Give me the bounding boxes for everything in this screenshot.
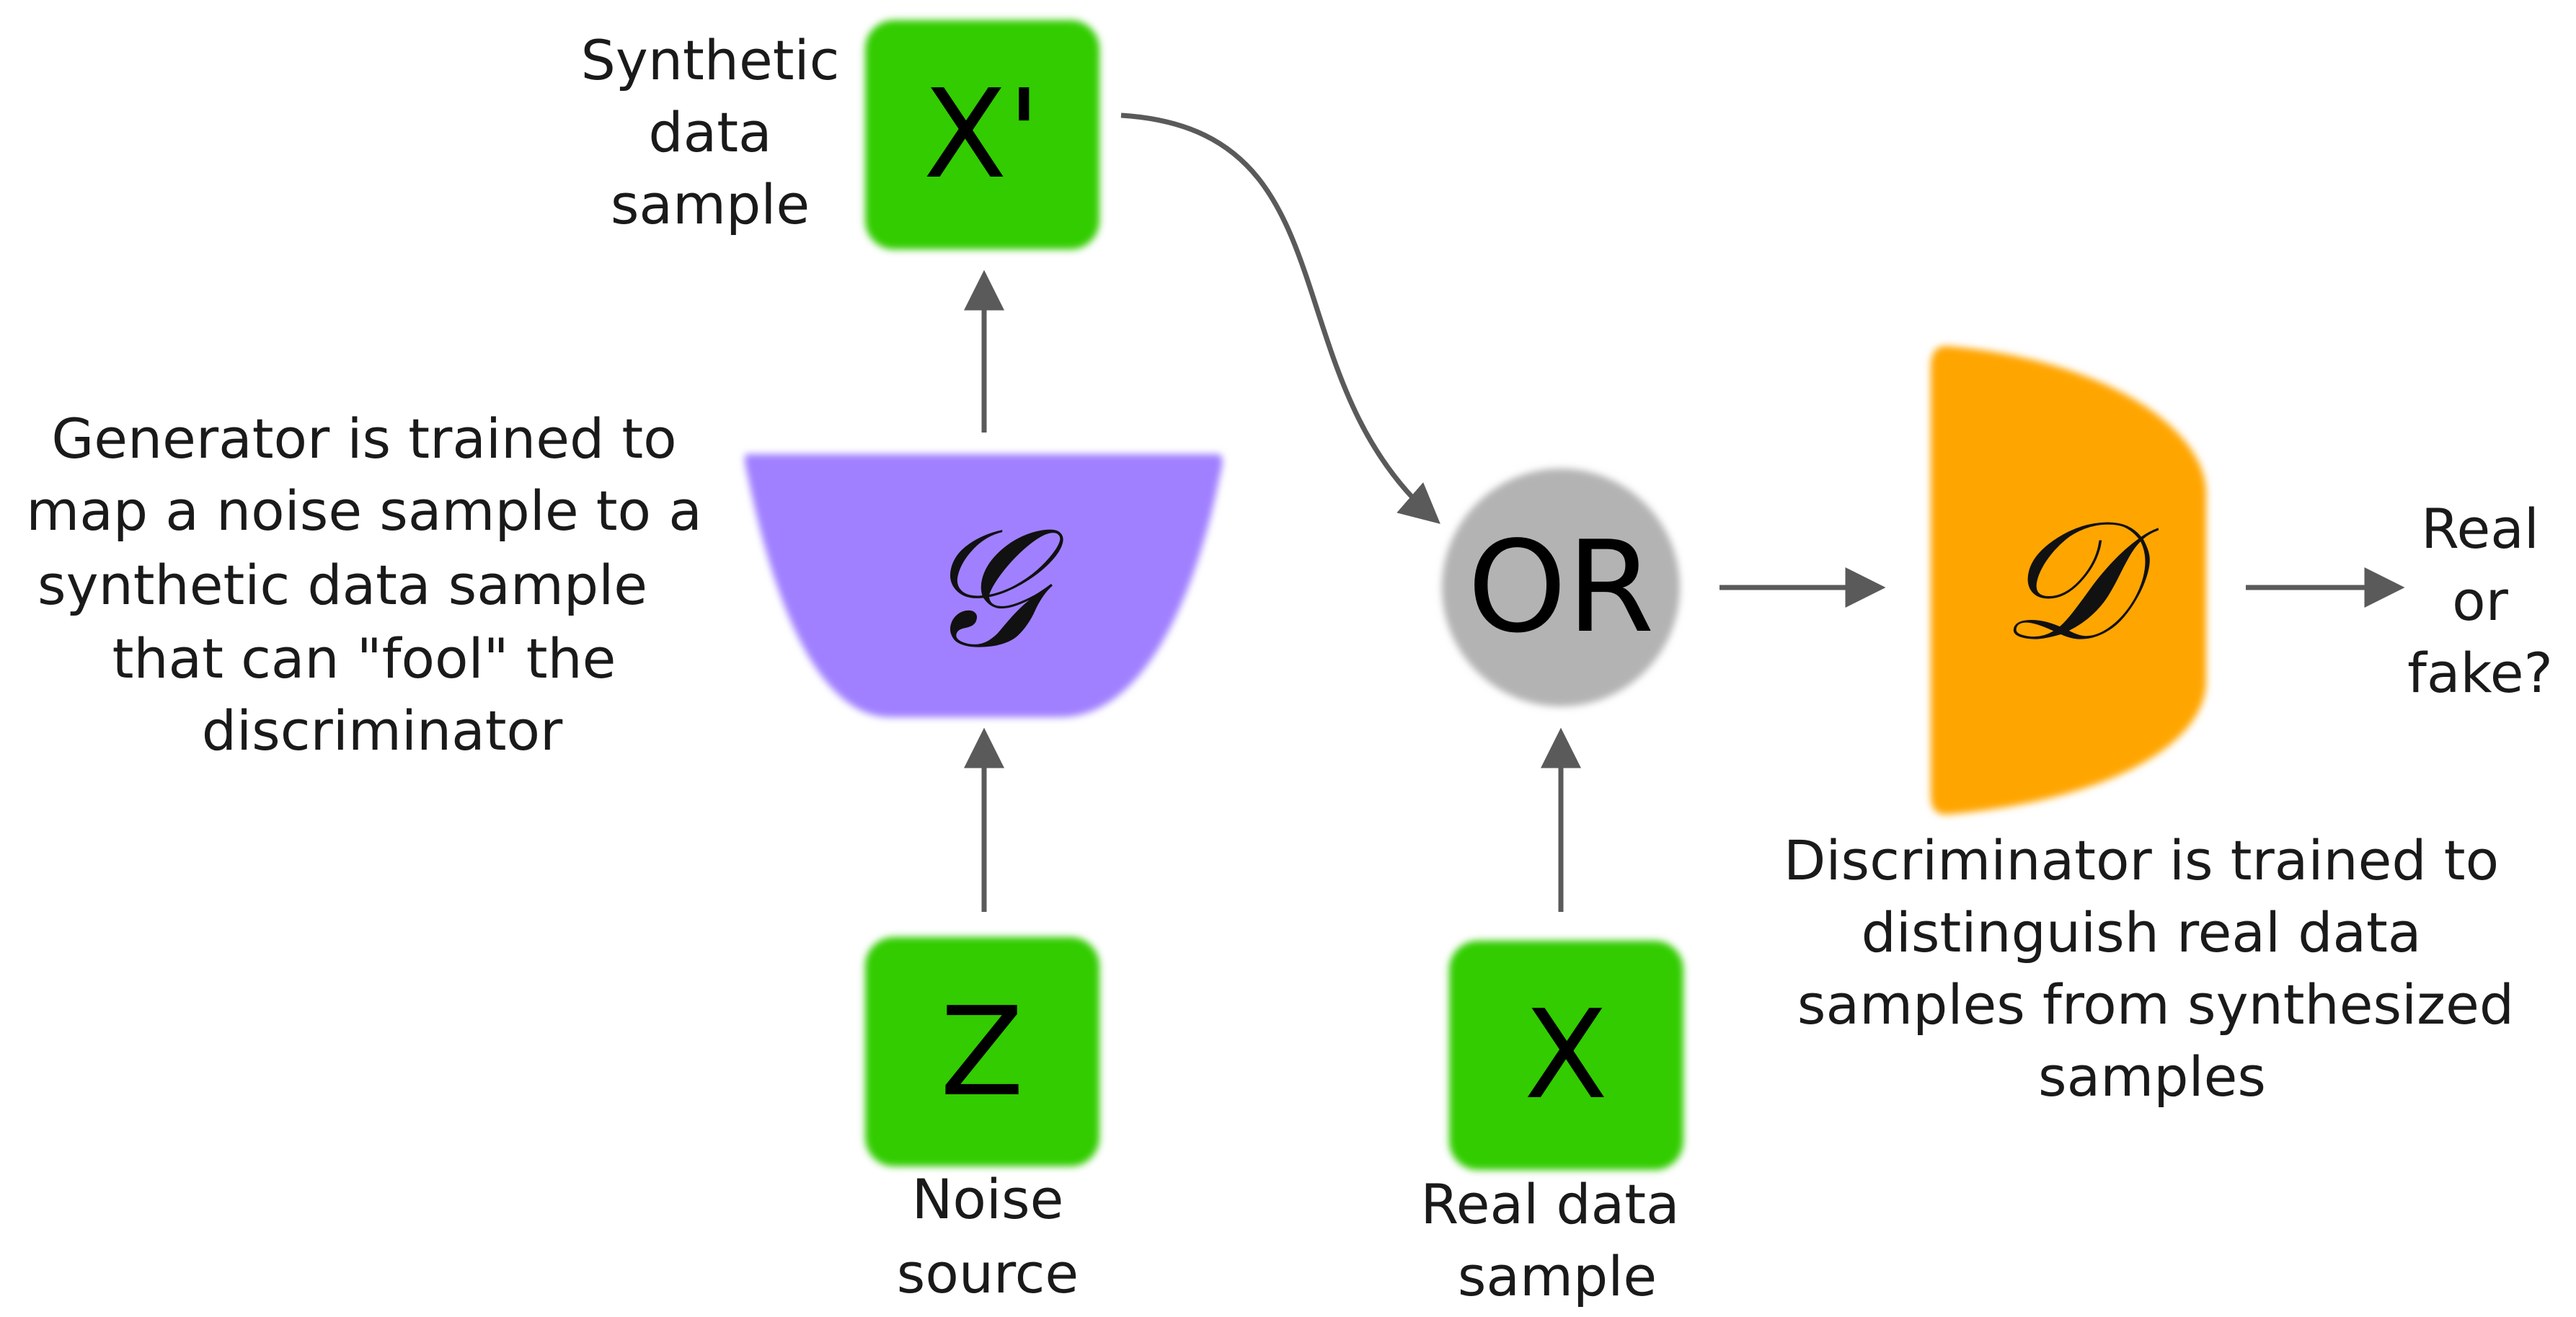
discriminator-annotation-line-3: samples from synthesized [1797, 972, 2514, 1037]
discriminator-annotation-line-4: samples [2038, 1045, 2266, 1109]
discriminator-annotation-line-1: Discriminator is trained to [1784, 828, 2499, 892]
discriminator-annotation: Discriminator is trained to distinguish … [1784, 828, 2514, 1109]
noise-caption-line-1: Noise [912, 1167, 1064, 1231]
real-sample-caption: Real data sample [1420, 1172, 1679, 1308]
real-sample-symbol: X [1524, 984, 1608, 1127]
synthetic-caption-line-2: data [648, 100, 771, 164]
discriminator-annotation-line-2: distinguish real data [1862, 900, 2422, 965]
generator-annotation-line-5: discriminator [202, 699, 563, 763]
generator-shape [744, 454, 1223, 717]
generator-annotation: Generator is trained to map a noise samp… [26, 407, 702, 763]
synthetic-caption-line-3: sample [611, 172, 810, 236]
generator-annotation-line-3: synthetic data sample [37, 553, 647, 617]
real-caption-line-2: sample [1458, 1244, 1657, 1308]
synthetic-caption-line-1: Synthetic [581, 28, 840, 92]
or-node: OR [1442, 469, 1680, 706]
generator-annotation-line-4: that can "fool" the [112, 626, 616, 691]
arrow-synthetic-to-or [1120, 112, 1440, 524]
noise-caption-line-2: source [897, 1241, 1079, 1305]
real-sample-box [1449, 941, 1683, 1170]
real-sample-node: X [1449, 941, 1683, 1170]
or-label: OR [1467, 515, 1654, 661]
generator-annotation-line-2: map a noise sample to a [26, 479, 702, 543]
output-caption-line-1: Real [2421, 497, 2539, 561]
output-caption-line-2: or [2452, 569, 2508, 633]
noise-box [865, 937, 1099, 1166]
noise-node: Z [865, 937, 1099, 1166]
noise-symbol: Z [940, 981, 1024, 1124]
generator-node: 𝒢 [744, 454, 1223, 717]
synthetic-sample-caption: Synthetic data sample [581, 28, 840, 236]
or-circle [1442, 469, 1680, 706]
output-caption-line-3: fake? [2407, 641, 2553, 705]
generator-annotation-line-1: Generator is trained to [51, 407, 676, 471]
synthetic-sample-box [865, 20, 1099, 249]
discriminator-node: 𝒟 [1931, 346, 2207, 815]
noise-caption: Noise source [897, 1167, 1079, 1305]
synthetic-sample-symbol: X' [923, 63, 1040, 206]
synthetic-sample-node: X' [865, 20, 1099, 249]
output-caption: Real or fake? [2407, 497, 2553, 705]
real-caption-line-1: Real data [1420, 1172, 1679, 1236]
generator-symbol: 𝒢 [923, 492, 1064, 685]
discriminator-shape [1931, 346, 2207, 815]
